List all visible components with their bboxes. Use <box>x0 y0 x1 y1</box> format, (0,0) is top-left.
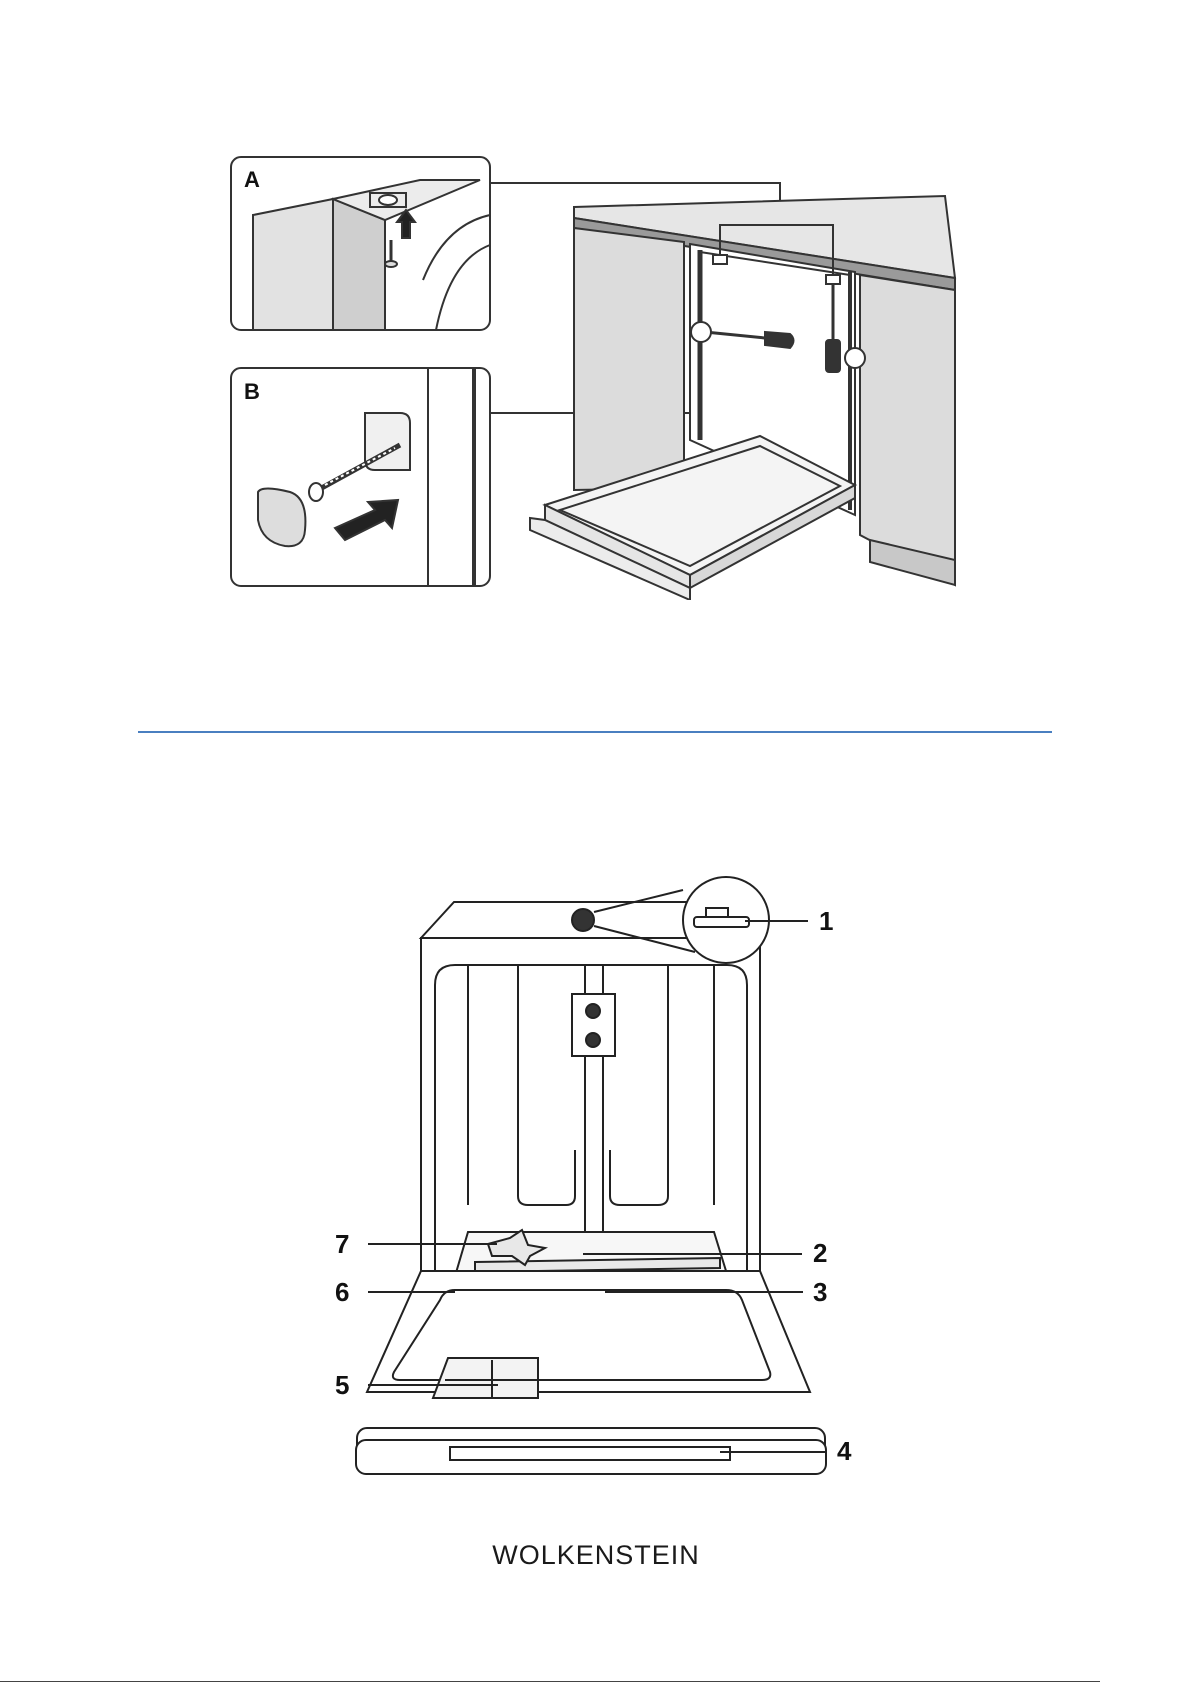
callout-1: 1 <box>819 906 833 936</box>
detergent-dispenser-icon <box>433 1358 538 1398</box>
callout-6: 6 <box>335 1277 349 1307</box>
callout-2: 2 <box>813 1238 827 1268</box>
control-strip-4 <box>450 1447 730 1460</box>
fan-vent-icon <box>572 909 594 931</box>
dishwasher-parts-diagram: 1 2 3 4 5 6 7 <box>0 0 1192 1500</box>
connector-hole-bottom-icon <box>586 1033 600 1047</box>
callout-5: 5 <box>335 1370 349 1400</box>
connector-hole-top-icon <box>586 1004 600 1018</box>
callout-7: 7 <box>335 1229 349 1259</box>
page-bottom-rule <box>0 1681 1100 1682</box>
brand-logo: WOLKENSTEIN <box>0 1540 1192 1571</box>
appliance-body <box>421 938 760 1271</box>
callout-3: 3 <box>813 1277 827 1307</box>
callout-4: 4 <box>837 1436 852 1466</box>
